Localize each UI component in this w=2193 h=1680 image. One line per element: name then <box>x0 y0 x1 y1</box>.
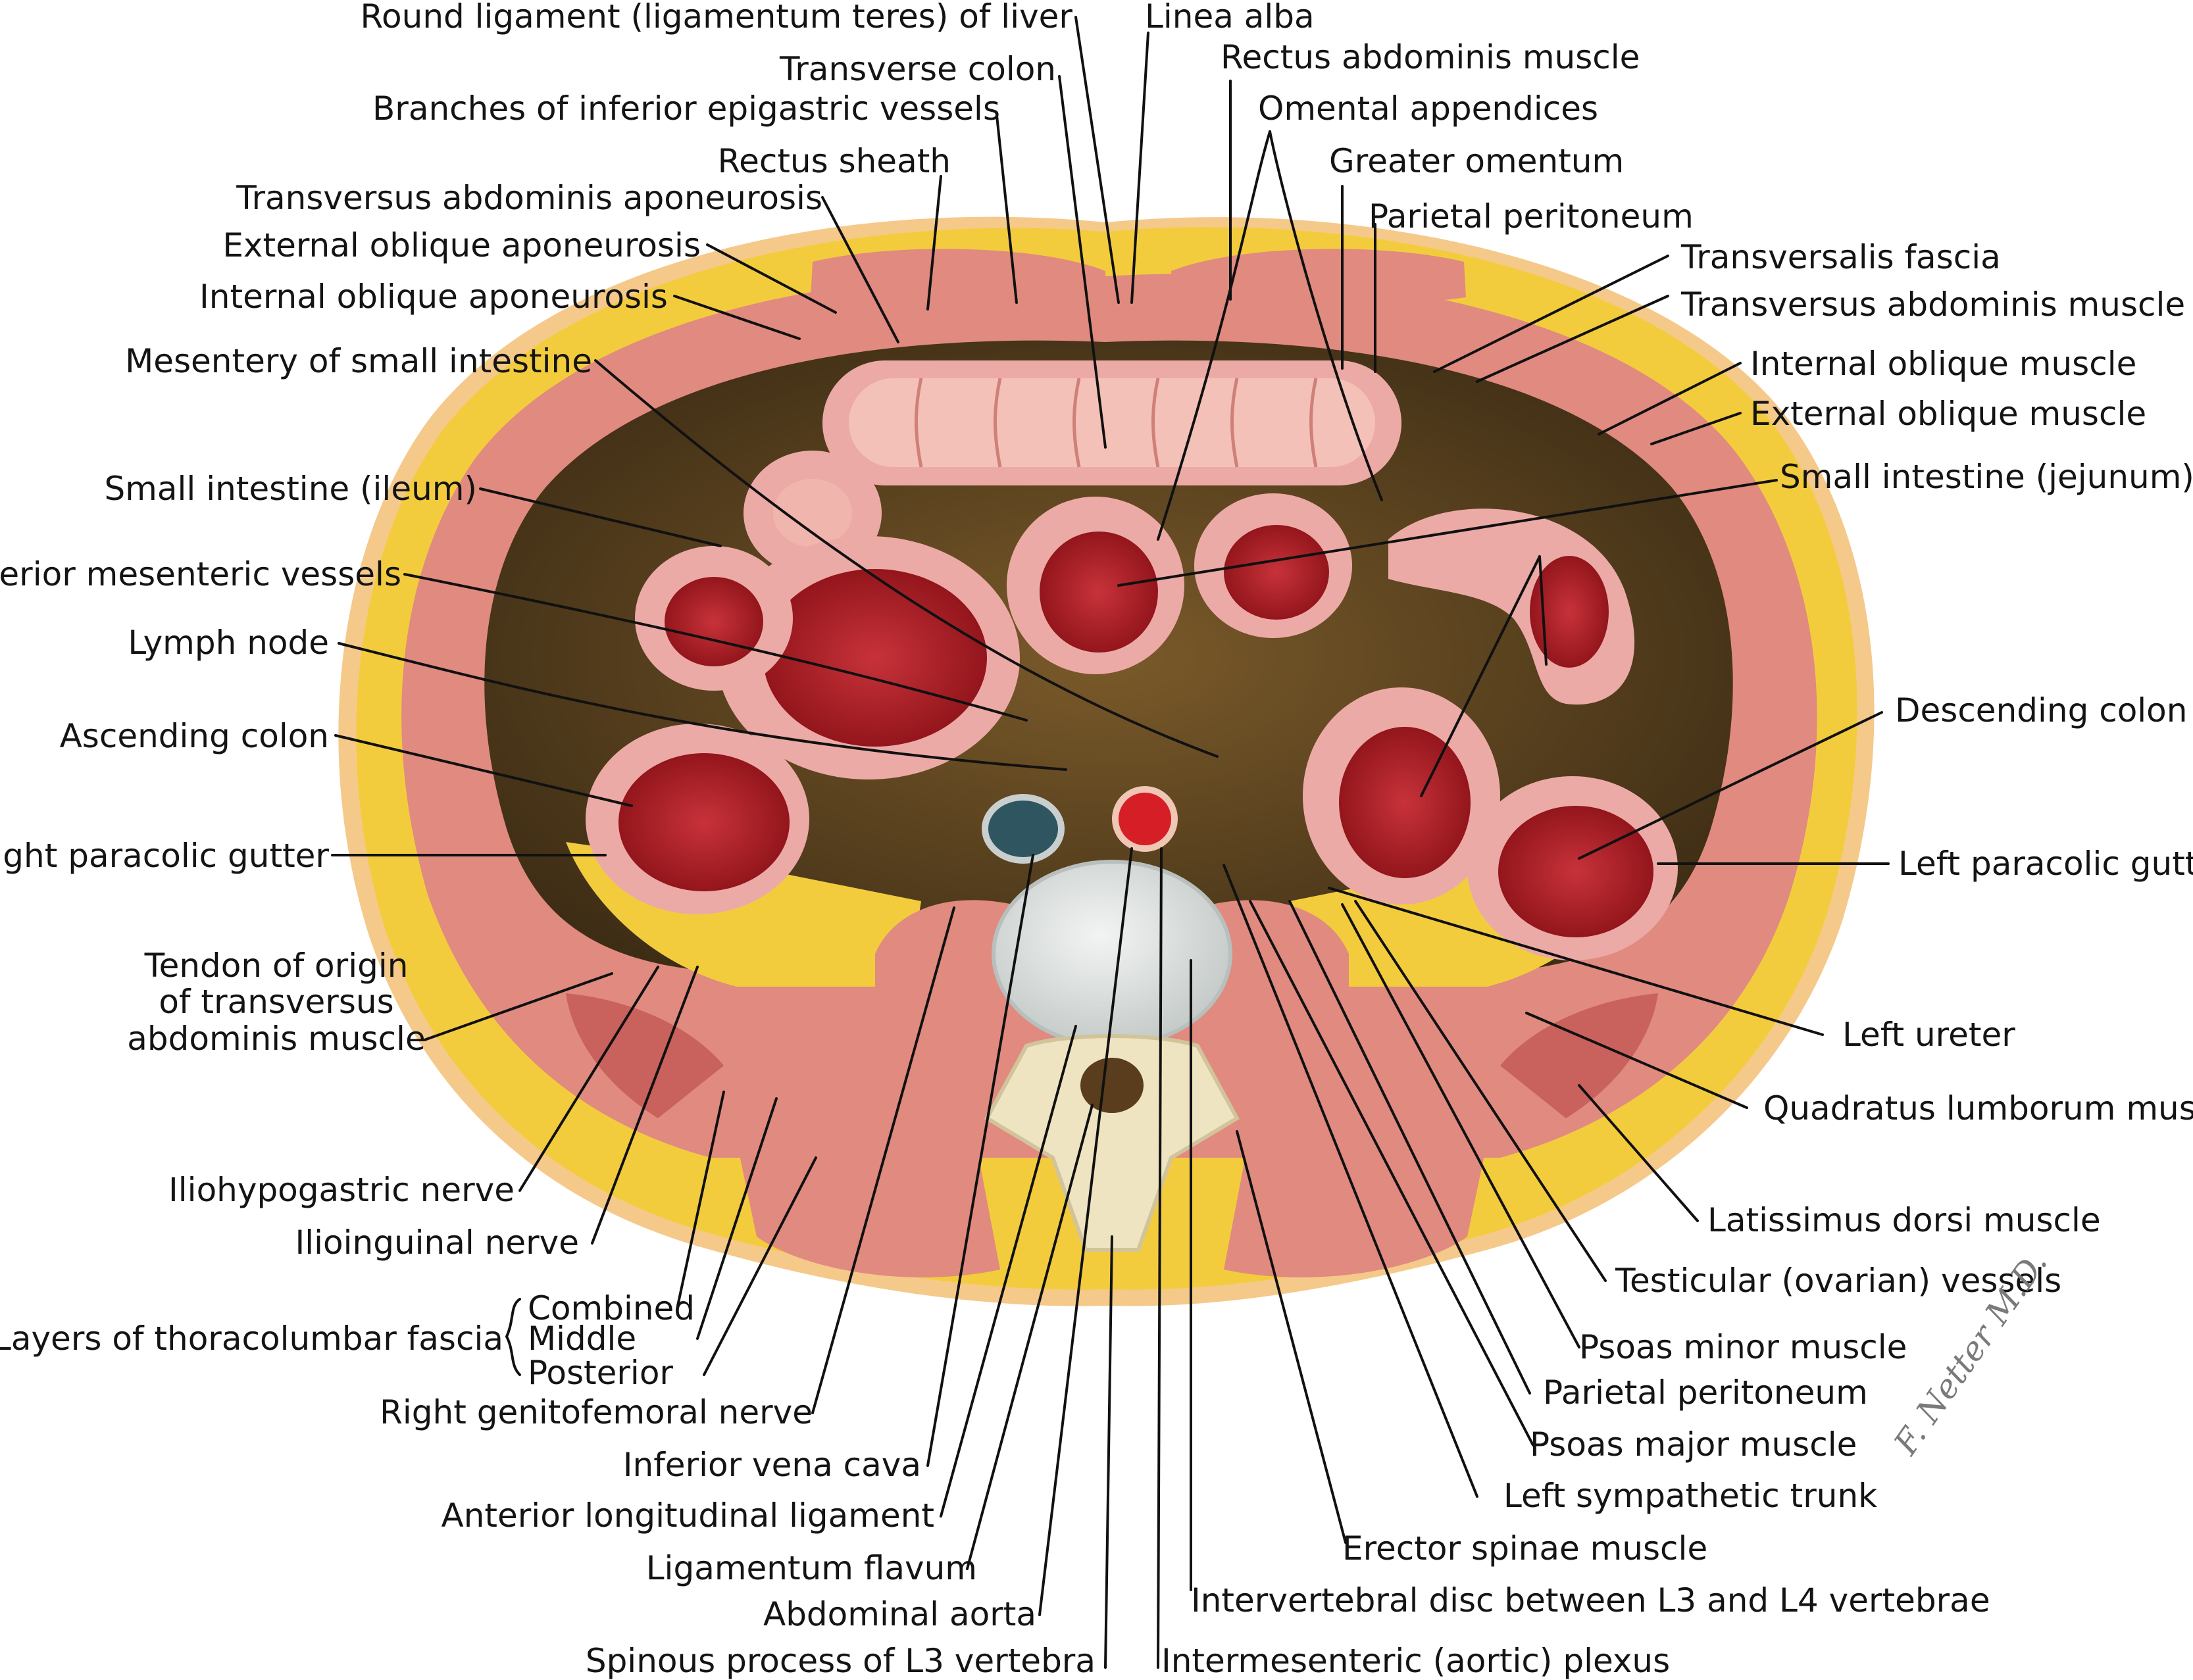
label-ligamentum-flavum: Ligamentum flavum <box>646 1549 977 1587</box>
label-anterior-longitudinal: Anterior longitudinal ligament <box>441 1496 934 1535</box>
label-inferior-vena-cava: Inferior vena cava <box>623 1446 921 1484</box>
label-spinous-process: Spinous process of L3 vertebra <box>586 1642 1096 1680</box>
label-quadratus-lumborum: Quadratus lumborum muscle <box>1763 1089 2193 1127</box>
label-right-genitofemoral: Right genitofemoral nerve <box>380 1393 813 1431</box>
label-intermesenteric-plexus: Intermesenteric (aortic) plexus <box>1161 1642 1670 1680</box>
ascending-colon-shape <box>586 724 809 914</box>
label-internal-oblique-muscle: Internal oblique muscle <box>1750 345 2136 383</box>
label-psoas-minor: Psoas minor muscle <box>1579 1328 1907 1366</box>
label-intervertebral-disc: Intervertebral disc between L3 and L4 ve… <box>1191 1581 1990 1619</box>
label-branches-epigastric: Branches of inferior epigastric vessels <box>372 89 1000 128</box>
label-parietal-peritoneum-top: Parietal peritoneum <box>1369 197 1694 235</box>
label-erector-spinae: Erector spinae muscle <box>1342 1529 1707 1568</box>
label-external-oblique-aponeurosis: External oblique aponeurosis <box>222 226 701 264</box>
label-tendon-origin-1: Tendon of origin <box>144 947 409 985</box>
label-combined: Combined <box>528 1289 695 1327</box>
label-rectus-sheath: Rectus sheath <box>718 142 951 180</box>
label-round-ligament: Round ligament (ligamentum teres) of liv… <box>361 0 1073 36</box>
label-latissimus-dorsi: Latissimus dorsi muscle <box>1707 1201 2101 1239</box>
label-iliohypogastric: Iliohypogastric nerve <box>168 1171 515 1209</box>
label-lymph-node: Lymph node <box>128 624 329 662</box>
label-ileum: Small intestine (ileum) <box>104 470 477 508</box>
label-external-oblique-muscle: External oblique muscle <box>1750 395 2146 433</box>
label-jejunum: Small intestine (jejunum) <box>1780 458 2193 496</box>
label-descending-colon: Descending colon <box>1895 691 2187 729</box>
label-testicular-vessels: Testicular (ovarian) vessels <box>1615 1262 2061 1300</box>
label-transverse-colon: Transverse colon <box>779 50 1056 88</box>
label-ascending-colon: Ascending colon <box>60 717 329 755</box>
label-posterior: Posterior <box>528 1354 673 1392</box>
label-ilioinguinal: Ilioinguinal nerve <box>295 1223 580 1262</box>
label-mesentery: Mesentery of small intestine <box>125 342 592 380</box>
rectus-abdominis-right <box>811 249 1105 306</box>
label-middle: Middle <box>528 1320 636 1358</box>
leader-lines <box>331 16 1890 1669</box>
label-omental-appendices: Omental appendices <box>1258 89 1598 128</box>
back-muscles <box>566 993 1658 1277</box>
label-transversus-muscle: Transversus abdominis muscle <box>1680 285 2185 324</box>
label-superior-mesenteric: Superior mesenteric vessels <box>0 555 401 593</box>
descending-colon-shape <box>1467 776 1678 960</box>
label-tendon-origin-3: abdominis muscle <box>127 1020 425 1058</box>
label-abdominal-aorta: Abdominal aorta <box>763 1595 1036 1633</box>
transverse-colon-shape <box>822 360 1401 485</box>
label-right-paracolic: Right paracolic gutter <box>0 837 329 875</box>
rectus-abdominis-left <box>1171 249 1466 306</box>
label-thoracolumbar-layers: Layers of thoracolumbar fascia <box>0 1320 503 1358</box>
label-tendon-origin-2: of transversus <box>159 983 393 1021</box>
label-rectus-abdominis: Rectus abdominis muscle <box>1221 38 1640 76</box>
label-greater-omentum: Greater omentum <box>1329 142 1624 180</box>
small-intestine-loops <box>635 451 1635 904</box>
label-left-paracolic: Left paracolic gutter <box>1898 845 2193 883</box>
label-transversus-aponeurosis: Transversus abdominis aponeurosis <box>236 179 822 217</box>
label-parietal-peritoneum-bottom: Parietal peritoneum <box>1543 1373 1868 1412</box>
label-psoas-major: Psoas major muscle <box>1530 1425 1857 1464</box>
label-linea-alba: Linea alba <box>1145 0 1315 36</box>
label-left-ureter: Left ureter <box>1842 1016 2015 1054</box>
label-internal-oblique-aponeurosis: Internal oblique aponeurosis <box>199 278 668 316</box>
retroperitoneum <box>875 786 1349 1252</box>
label-transversalis-fascia: Transversalis fascia <box>1680 238 2001 276</box>
label-left-sympathetic: Left sympathetic trunk <box>1503 1477 1877 1515</box>
